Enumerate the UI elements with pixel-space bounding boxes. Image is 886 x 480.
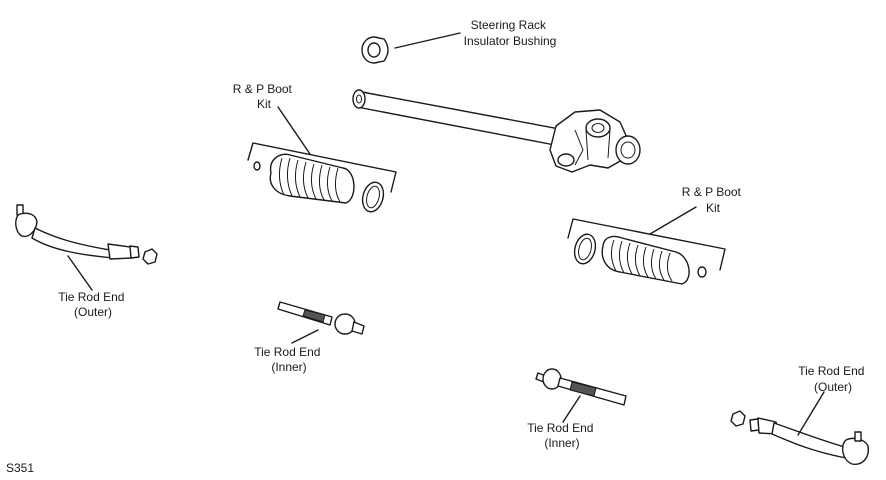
tie-rod-outer-right-leader-line	[797, 391, 825, 436]
tie-rod-end-outer-right	[730, 391, 869, 465]
bushing-leader-line	[394, 32, 461, 49]
boot-kit-right-leader-line	[649, 206, 697, 235]
tie-rod-outer-left-label: Tie Rod End (Outer)	[58, 290, 128, 319]
tie-rod-end-inner-right	[535, 368, 627, 423]
figure-code: S351	[6, 461, 34, 475]
tie-rod-end-outer-left	[15, 204, 158, 291]
boot-kit-left-leader-line	[277, 106, 311, 155]
boot-kit-right-bracket	[567, 218, 726, 271]
tie-rod-inner-right-leader-line	[562, 395, 581, 423]
tie-rod-inner-right-label: Tie Rod End (Inner)	[527, 421, 597, 450]
boot-kit-right	[567, 206, 726, 285]
tie-rod-outer-right-label: Tie Rod End (Outer)	[798, 364, 868, 394]
boot-kit-left	[247, 106, 397, 213]
tie-rod-inner-left-label: Tie Rod End (Inner)	[254, 345, 324, 374]
boot-kit-right-label: R & P Boot Kit	[682, 185, 745, 215]
tie-rod-inner-left-leader-line	[291, 329, 319, 344]
tie-rod-outer-left-leader-line	[67, 255, 93, 291]
steering-rack-housing	[352, 89, 641, 173]
boot-kit-left-bracket	[247, 142, 397, 193]
insulator-bushing-label: Steering Rack Insulator Bushing	[464, 18, 557, 48]
insulator-bushing	[361, 32, 461, 64]
tie-rod-end-inner-left	[277, 301, 365, 344]
boot-kit-left-label: R & P Boot Kit	[233, 82, 296, 111]
